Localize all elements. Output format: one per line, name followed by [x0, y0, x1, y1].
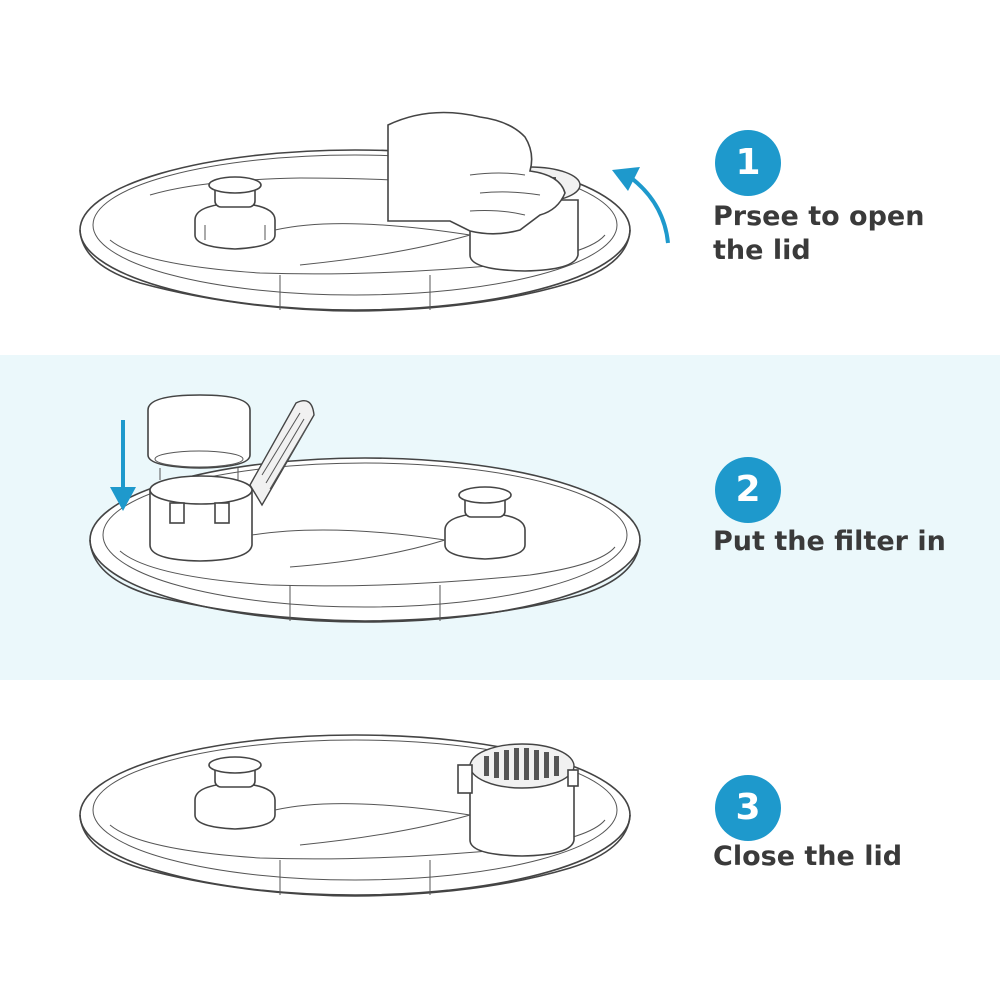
step-2-number-badge: 2	[715, 457, 781, 523]
step-2-instruction: Put the filter in	[713, 526, 946, 557]
step-3-illustration	[79, 734, 631, 897]
step-3-panel: 3 Close the lid	[0, 690, 1000, 1000]
step-1-panel: 1 Prsee to open the lid	[0, 25, 1000, 350]
filter-cartridge	[147, 394, 251, 480]
lift-arrow-icon	[612, 167, 670, 244]
step-1-number-badge: 1	[715, 130, 781, 196]
step-1-instruction: Prsee to open the lid	[713, 201, 925, 266]
step-3-number-badge: 3	[715, 775, 781, 841]
insert-arrow-icon	[110, 420, 136, 511]
filter-lid-open	[249, 400, 315, 507]
water-channel	[274, 803, 471, 846]
step-3-instruction: Close the lid	[713, 841, 903, 872]
filter-box-open	[149, 475, 253, 562]
water-channel	[274, 223, 471, 266]
hand-pressing	[387, 111, 566, 235]
step-2-illustration	[89, 394, 641, 623]
water-channel	[251, 529, 446, 568]
pump-hub	[194, 756, 276, 830]
pump-hub	[444, 486, 526, 560]
filter-box-closed	[457, 743, 579, 857]
step-2-panel: 2 Put the filter in	[0, 355, 1000, 680]
pump-hub	[194, 176, 276, 250]
step-1-illustration	[79, 111, 670, 312]
